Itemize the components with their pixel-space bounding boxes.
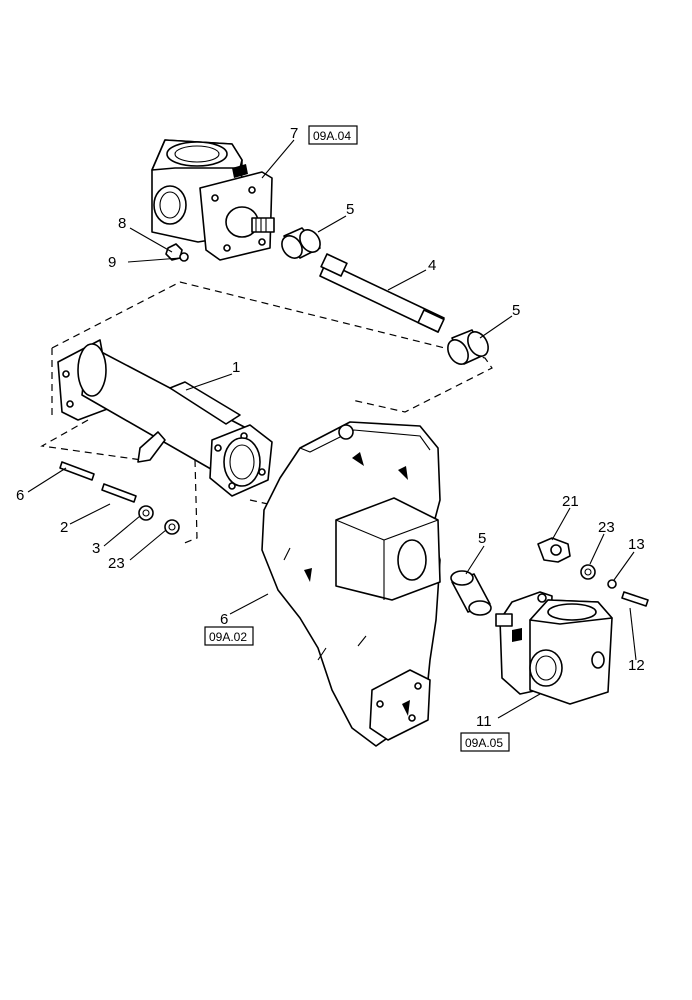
callout-5-right: 5	[478, 530, 486, 547]
callout-8: 6	[16, 487, 24, 504]
assembly-dashed-outline	[40, 281, 493, 545]
ref-gearbox-top: 09A.04	[313, 129, 351, 143]
callout-10: 9	[108, 254, 116, 271]
drive-shaft	[319, 253, 445, 333]
nut-and-washer-top	[165, 243, 189, 262]
ref-box-housing	[204, 626, 254, 646]
fasteners-left	[59, 461, 180, 535]
ref-gearbox-right: 09A.05	[465, 736, 503, 750]
ref-box-right	[460, 732, 510, 752]
callout-13: 13	[628, 536, 645, 553]
callout-7: 7	[290, 125, 298, 142]
callout-1: 1	[232, 359, 240, 376]
callout-9: 8	[118, 215, 126, 232]
gearbox-top	[151, 139, 275, 261]
tube	[57, 339, 273, 497]
fasteners-right	[537, 537, 649, 607]
callout-5-lower: 5	[512, 302, 520, 319]
ref-housing: 09A.02	[209, 630, 247, 644]
callout-6: 6	[220, 611, 228, 628]
callout-21: 21	[562, 493, 579, 510]
sleeve-upper	[281, 227, 321, 259]
gear-housing	[261, 421, 441, 747]
reference-boxes: 09A.04 09A.02 09A.05	[204, 125, 510, 752]
callout-3: 3	[92, 540, 100, 557]
callout-2: 2	[60, 519, 68, 536]
sleeve-lower	[447, 329, 489, 365]
leader-lines	[27, 139, 637, 719]
callout-labels: 7 5 8 9 4 5 1 6 2 3 23 6 5 21 23 13 12 1…	[16, 125, 645, 730]
callout-23-left: 23	[108, 555, 125, 572]
callout-12: 12	[628, 657, 645, 674]
callout-4: 4	[428, 257, 436, 274]
sleeve-right	[450, 570, 492, 616]
ref-box-top	[308, 125, 358, 145]
gearbox-right	[495, 591, 613, 705]
callout-11: 11	[476, 713, 492, 730]
callout-5-upper: 5	[346, 201, 354, 218]
callout-23-right: 23	[598, 519, 615, 536]
